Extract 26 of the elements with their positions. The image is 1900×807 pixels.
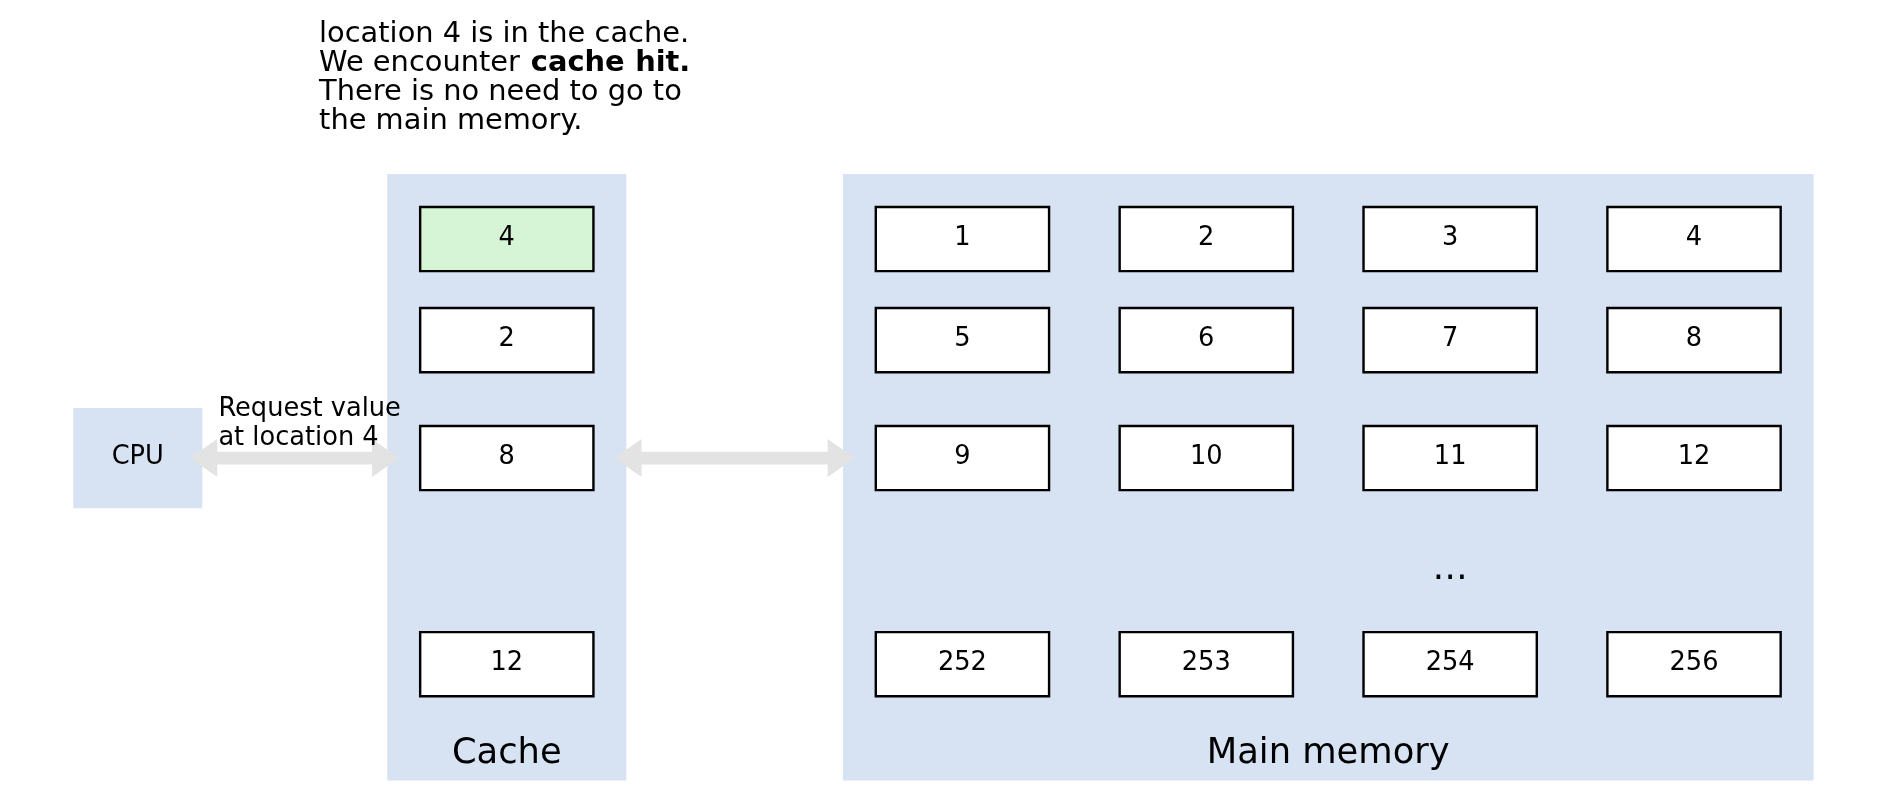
label: … (1432, 545, 1468, 587)
edge-label: Request value at location 4 (218, 392, 401, 451)
node-box: 12 (1606, 424, 1782, 492)
node-box: 11 (1362, 424, 1538, 492)
node-box: 5 (874, 306, 1051, 374)
node-box: 8 (418, 424, 595, 492)
node-box: 4 (1606, 205, 1782, 273)
node-box: 7 (1362, 306, 1538, 374)
arrow (190, 439, 400, 478)
node-box: 254 (1362, 630, 1538, 698)
node-box: 2 (418, 306, 595, 374)
node-box: 1 (874, 205, 1051, 273)
node-box: 3 (1362, 205, 1538, 273)
node-box: 2 (1118, 205, 1295, 273)
node-box: 252 (874, 630, 1051, 698)
label: location 4 is in the cache. We encounter cache hit. There is no need to go to the main memory. (319, 15, 691, 136)
node-box: 10 (1118, 424, 1295, 492)
node-box: 12 (418, 630, 595, 698)
node-box: 253 (1118, 630, 1295, 698)
node-box: 256 (1606, 630, 1782, 698)
node-box: 8 (1606, 306, 1782, 374)
arrow (614, 439, 855, 478)
node-box: 6 (1118, 306, 1295, 374)
node-box: 9 (874, 424, 1051, 492)
node-box: CPU (73, 407, 203, 509)
node-box: 4 (418, 205, 595, 273)
